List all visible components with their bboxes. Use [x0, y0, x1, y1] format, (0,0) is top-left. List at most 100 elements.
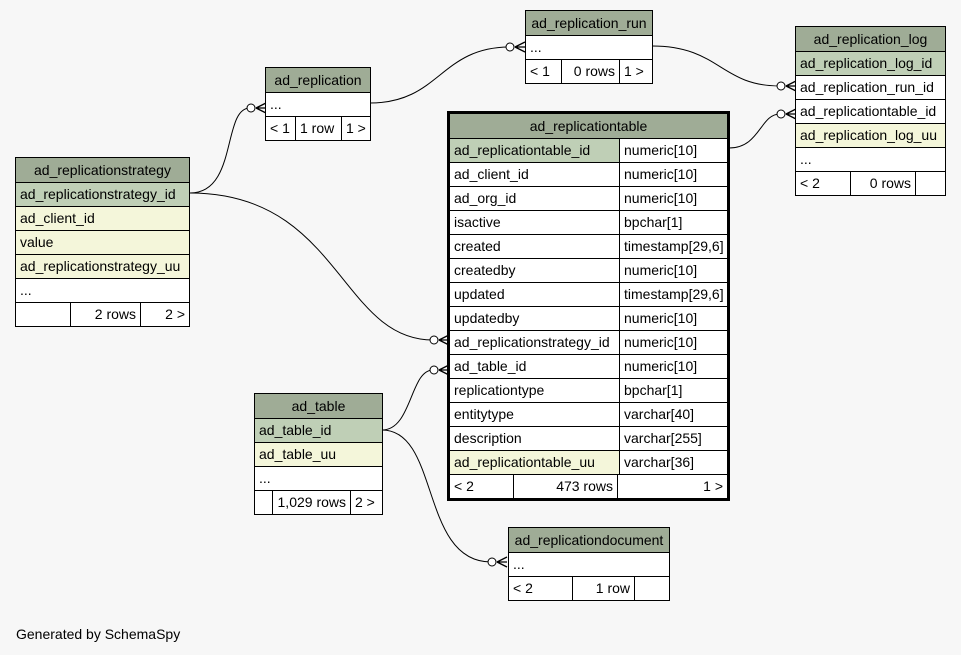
- column-type: numeric[10]: [620, 187, 727, 210]
- children-count: [916, 172, 945, 195]
- column-name[interactable]: entitytype: [450, 403, 620, 426]
- table-title[interactable]: ad_replicationdocument: [509, 528, 669, 553]
- row-count: 1,029 rows: [273, 491, 351, 514]
- column-ellipsis: ...: [530, 39, 542, 55]
- column-name[interactable]: ad_org_id: [450, 187, 620, 210]
- table-footer: < 1 0 rows 1 >: [526, 60, 652, 83]
- row-count: 473 rows: [514, 475, 618, 498]
- children-count[interactable]: 1 >: [624, 63, 644, 79]
- edge-strategy-to-replication: [189, 107, 251, 194]
- column-type: bpchar[1]: [620, 379, 727, 402]
- table-ad-replicationstrategy[interactable]: ad_replicationstrategy ad_replicationstr…: [15, 157, 190, 327]
- edge-replication-to-run: [369, 46, 511, 104]
- table-title[interactable]: ad_replicationstrategy: [16, 158, 189, 183]
- column-type: numeric[10]: [620, 259, 727, 282]
- column-value[interactable]: value: [20, 234, 54, 250]
- column-type: numeric[10]: [620, 355, 727, 378]
- row-count: 1 row: [573, 577, 635, 600]
- table-ad-table[interactable]: ad_table ad_table_id ad_table_uu ... 1,0…: [254, 393, 383, 515]
- column-name[interactable]: isactive: [450, 211, 620, 234]
- parents-count: [16, 303, 71, 326]
- table-title[interactable]: ad_replicationtable: [450, 114, 727, 139]
- crow-foot-replicationtable-table: [429, 365, 439, 375]
- column-type: bpchar[1]: [620, 211, 727, 234]
- column-ad-client-id[interactable]: ad_client_id: [20, 210, 95, 226]
- column-type: varchar[40]: [620, 403, 727, 426]
- table-ad-replication-run[interactable]: ad_replication_run ... < 1 0 rows 1 >: [525, 10, 653, 84]
- column-ad-replicationstrategy-uu[interactable]: ad_replicationstrategy_uu: [20, 258, 181, 274]
- table-ad-replication[interactable]: ad_replication ... < 1 1 row 1 >: [265, 67, 371, 141]
- column-name[interactable]: updatedby: [450, 307, 620, 330]
- table-title[interactable]: ad_replication_run: [526, 11, 652, 36]
- column-name[interactable]: createdby: [450, 259, 620, 282]
- row-count: 2 rows: [71, 303, 141, 326]
- table-footer: 2 rows 2 >: [16, 303, 189, 326]
- column-name[interactable]: ad_replicationstrategy_id: [450, 331, 620, 354]
- column-type: varchar[255]: [620, 427, 727, 450]
- edge-strategy-to-replicationtable: [189, 192, 434, 341]
- column-type: numeric[10]: [620, 139, 727, 162]
- table-footer: 1,029 rows 2 >: [255, 491, 382, 514]
- table-ad-replication-log[interactable]: ad_replication_log ad_replication_log_id…: [795, 26, 946, 196]
- column-name[interactable]: updated: [450, 283, 620, 306]
- children-count[interactable]: 2 >: [355, 494, 375, 510]
- table-ad-replicationdocument[interactable]: ad_replicationdocument ... < 2 1 row: [508, 527, 670, 601]
- column-ad-replicationstrategy-id[interactable]: ad_replicationstrategy_id: [20, 186, 176, 202]
- parents-count[interactable]: < 1: [526, 60, 562, 83]
- table-title[interactable]: ad_replication: [266, 68, 370, 93]
- column-type: numeric[10]: [620, 331, 727, 354]
- parents-count[interactable]: < 2: [450, 475, 514, 498]
- edge-table-to-replicationtable: [381, 369, 434, 431]
- column-ellipsis: ...: [20, 282, 32, 298]
- parents-count[interactable]: < 1: [266, 117, 296, 140]
- column-name[interactable]: ad_table_id: [450, 355, 620, 378]
- column-name[interactable]: ad_replicationtable_uu: [450, 451, 620, 474]
- column-ellipsis: ...: [800, 151, 812, 167]
- row-count: 0 rows: [851, 172, 916, 195]
- row-count: 0 rows: [562, 60, 620, 83]
- column-name[interactable]: ad_client_id: [450, 163, 620, 186]
- column-name[interactable]: ad_replicationtable_id: [450, 139, 620, 162]
- table-footer: < 2 473 rows 1 >: [450, 475, 727, 498]
- column-ad-replication-log-uu[interactable]: ad_replication_log_uu: [800, 127, 937, 143]
- column-type: varchar[36]: [620, 451, 727, 474]
- table-ad-replicationtable[interactable]: ad_replicationtable ad_replicationtable_…: [447, 111, 730, 501]
- column-ad-table-id[interactable]: ad_table_id: [259, 422, 332, 438]
- table-title[interactable]: ad_replication_log: [796, 27, 945, 52]
- table-footer: < 2 0 rows: [796, 172, 945, 195]
- crow-foot-log-run: [776, 81, 786, 91]
- generated-by-credit: Generated by SchemaSpy: [16, 626, 181, 642]
- column-ad-replication-log-id[interactable]: ad_replication_log_id: [800, 55, 933, 71]
- column-name[interactable]: description: [450, 427, 620, 450]
- table-title[interactable]: ad_table: [255, 394, 382, 419]
- column-name[interactable]: replicationtype: [450, 379, 620, 402]
- column-ellipsis: ...: [270, 96, 282, 112]
- column-ad-replicationtable-id[interactable]: ad_replicationtable_id: [800, 103, 937, 119]
- column-ad-table-uu[interactable]: ad_table_uu: [259, 446, 337, 462]
- row-count: 1 row: [296, 117, 342, 140]
- column-ad-replication-run-id[interactable]: ad_replication_run_id: [800, 79, 934, 95]
- children-count[interactable]: 2 >: [165, 306, 185, 322]
- column-name[interactable]: created: [450, 235, 620, 258]
- children-count[interactable]: 1 >: [346, 120, 366, 136]
- column-ellipsis: ...: [513, 556, 525, 572]
- children-count[interactable]: 1 >: [703, 478, 723, 494]
- parents-count[interactable]: < 2: [509, 577, 573, 600]
- parents-count[interactable]: < 2: [796, 172, 851, 195]
